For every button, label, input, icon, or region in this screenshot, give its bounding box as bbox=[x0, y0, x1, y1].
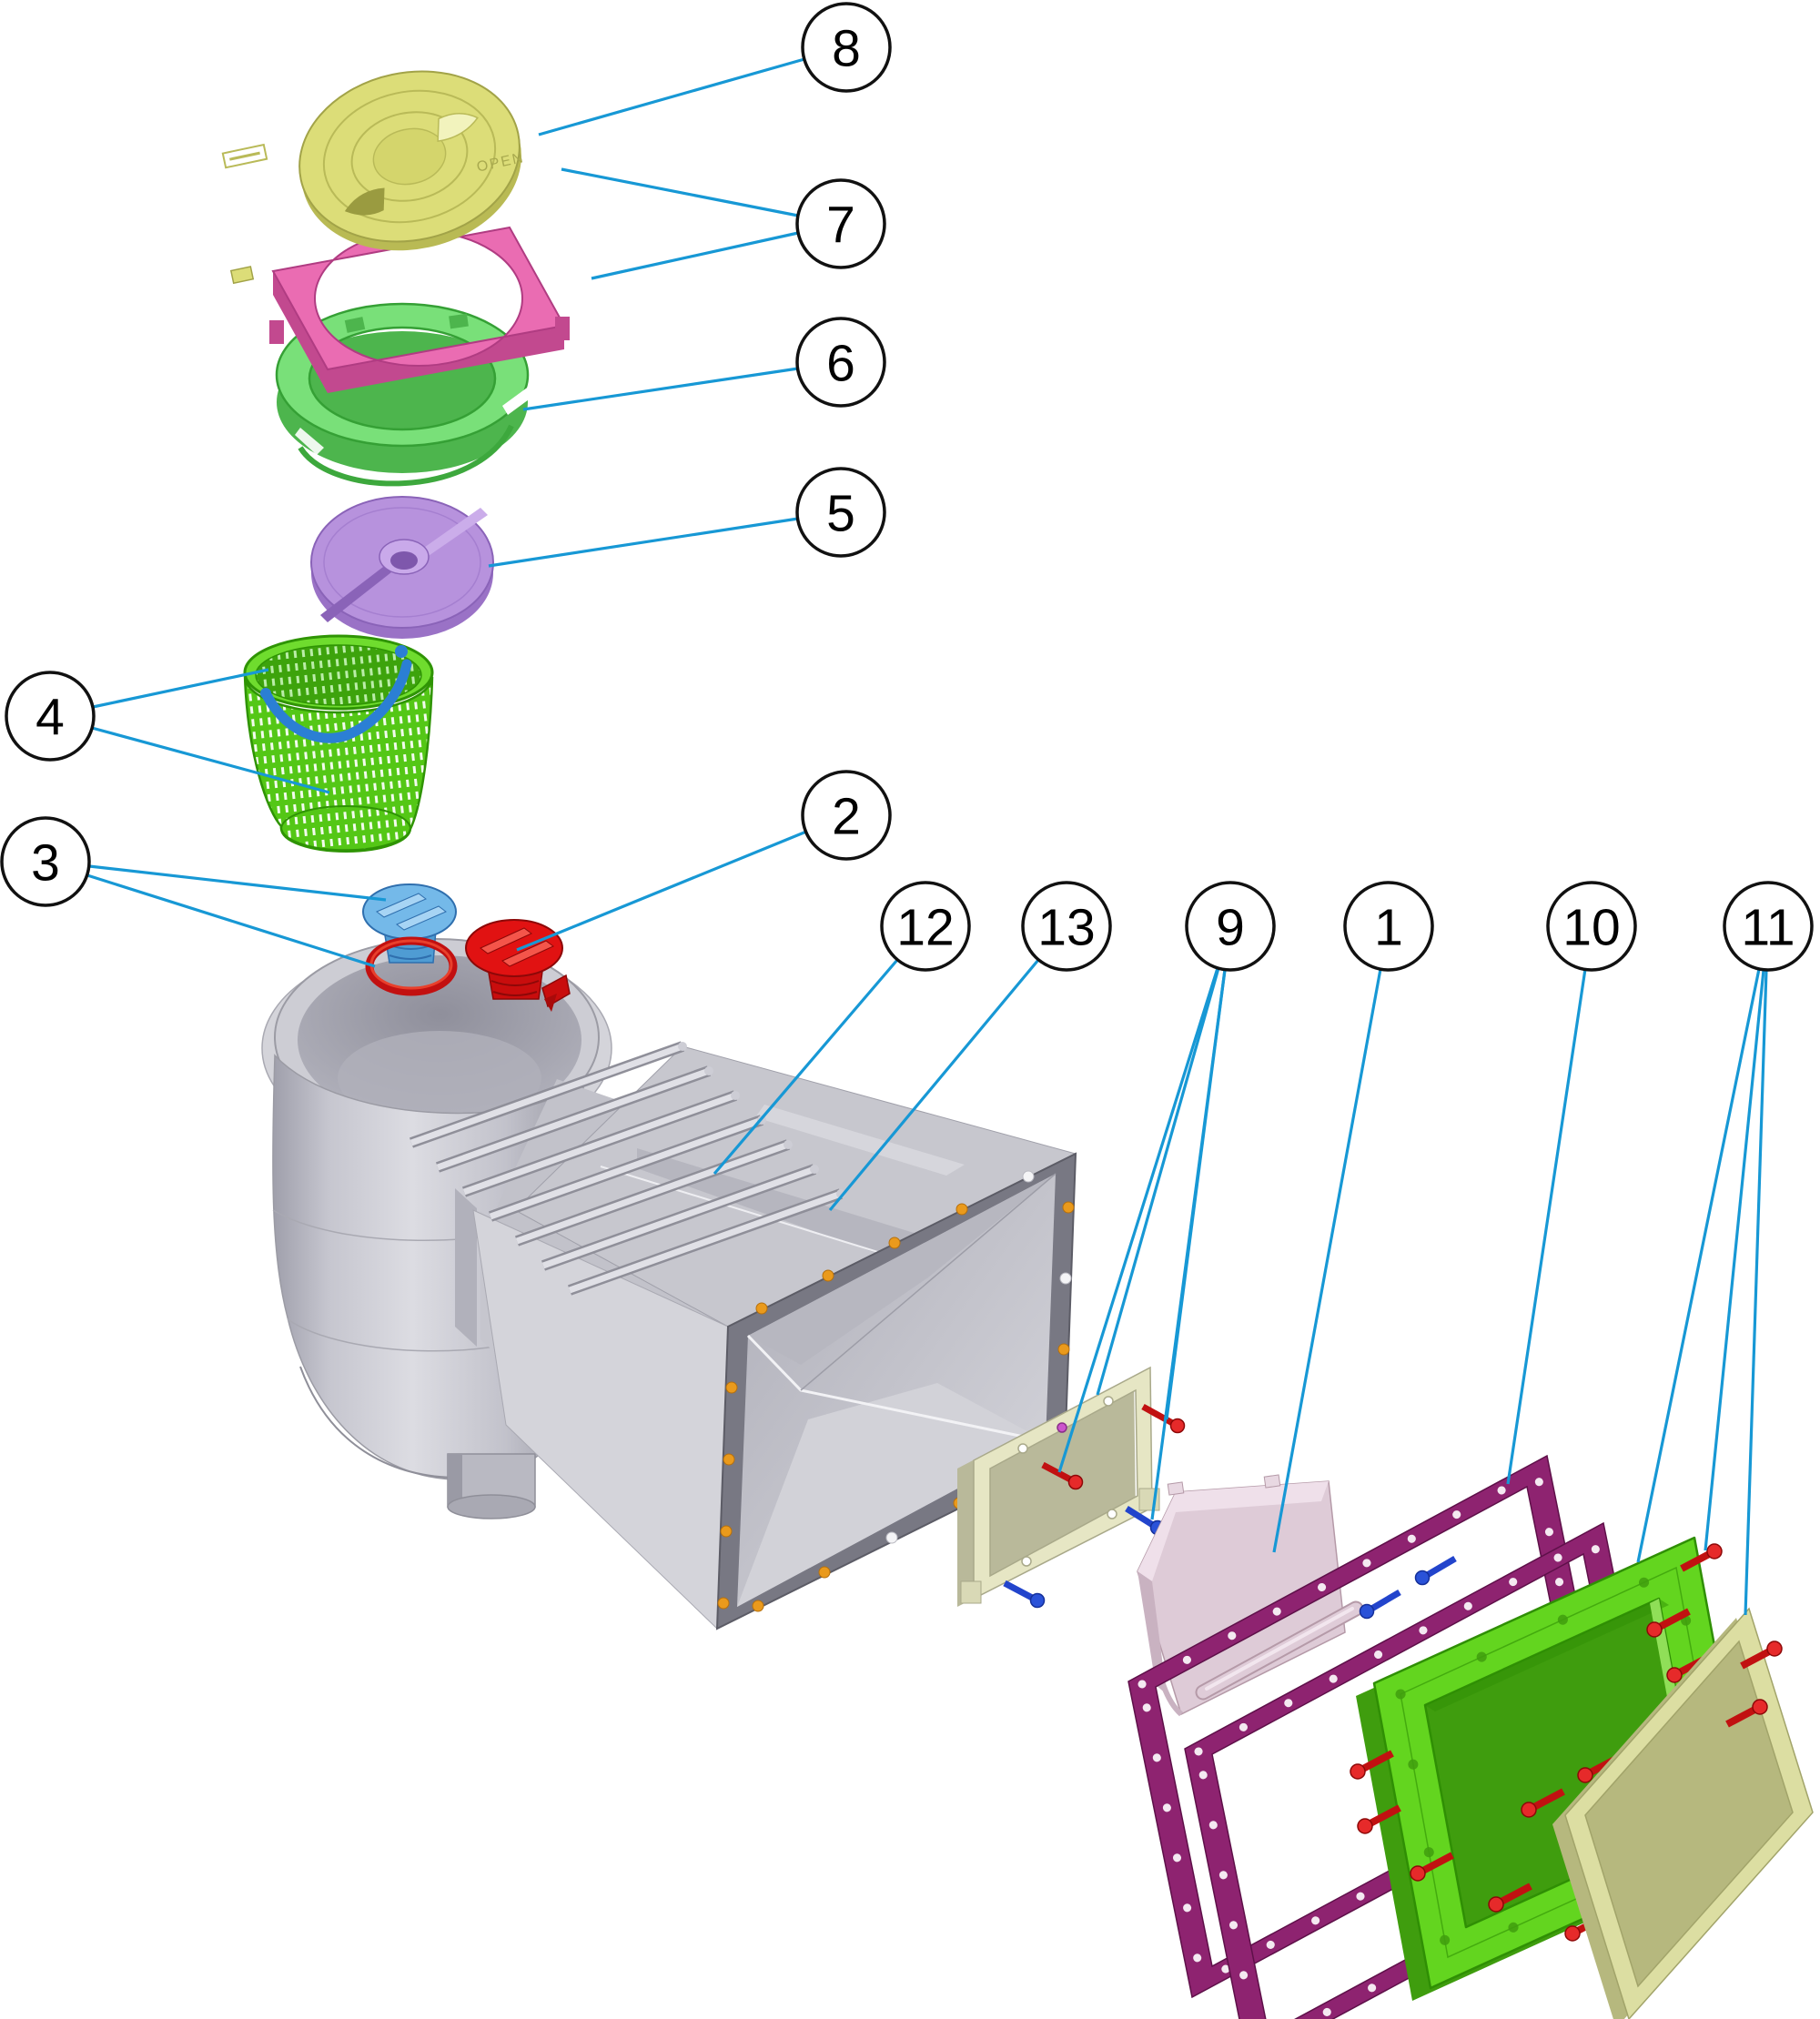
callout-number-1: 1 bbox=[1374, 899, 1403, 957]
screws-red bbox=[1041, 1403, 1186, 1490]
callout-number-4: 4 bbox=[35, 689, 65, 747]
screws-red-right bbox=[1725, 1640, 1783, 1728]
callout-5: 5 bbox=[795, 467, 886, 558]
leader-line-6 bbox=[522, 367, 799, 411]
screws-red-face-frame bbox=[1350, 1543, 1731, 1942]
leader-line-3 bbox=[86, 873, 376, 968]
leader-line-7 bbox=[591, 231, 799, 280]
part-cover-plate bbox=[310, 496, 494, 639]
weir-rod bbox=[1195, 1600, 1364, 1701]
leader-line-9 bbox=[1057, 967, 1219, 1473]
callout-9: 9 bbox=[1185, 881, 1276, 972]
callout-7: 7 bbox=[795, 178, 886, 269]
callout-11: 11 bbox=[1723, 881, 1814, 972]
callout-6: 6 bbox=[795, 317, 886, 408]
callout-number-6: 6 bbox=[826, 335, 855, 393]
leader-line-7 bbox=[561, 167, 799, 217]
leader-line-11 bbox=[1744, 969, 1768, 1616]
part-drain-plug-red bbox=[465, 919, 571, 1012]
leader-line-2 bbox=[516, 830, 807, 952]
callout-4: 4 bbox=[5, 671, 96, 762]
leader-line-1 bbox=[1272, 968, 1382, 1553]
callout-1: 1 bbox=[1343, 881, 1434, 972]
callout-10: 10 bbox=[1546, 881, 1637, 972]
basket-handle bbox=[260, 659, 412, 743]
callout-13: 13 bbox=[1021, 881, 1112, 972]
part-mounting-frame bbox=[957, 1366, 1160, 1607]
leader-line-9 bbox=[1096, 967, 1220, 1396]
callout-2: 2 bbox=[801, 770, 892, 861]
leader-line-5 bbox=[488, 517, 799, 568]
callout-number-5: 5 bbox=[826, 485, 855, 543]
part-strainer-basket bbox=[243, 634, 434, 853]
callout-12: 12 bbox=[880, 881, 971, 972]
part-skimmer-body bbox=[261, 938, 1077, 1630]
callout-number-2: 2 bbox=[832, 788, 861, 846]
callout-3: 3 bbox=[0, 816, 91, 907]
part-throat-extension-ribs bbox=[409, 1041, 845, 1296]
callout-number-11: 11 bbox=[1741, 899, 1795, 957]
callout-number-7: 7 bbox=[826, 197, 855, 255]
flange-screws bbox=[717, 1170, 1075, 1612]
screws-blue-floating bbox=[1359, 1555, 1457, 1620]
leader-line-4 bbox=[92, 668, 269, 709]
leader-line-12 bbox=[713, 958, 899, 1176]
leader-line-8 bbox=[538, 57, 805, 136]
callout-number-3: 3 bbox=[31, 834, 60, 893]
callout-number-10: 10 bbox=[1562, 899, 1620, 957]
leader-line-13 bbox=[828, 958, 1040, 1212]
callout-number-8: 8 bbox=[832, 20, 861, 78]
callout-8: 8 bbox=[801, 2, 892, 93]
leader-line-11 bbox=[1636, 968, 1761, 1563]
part-round-lid: OPEN bbox=[221, 70, 526, 285]
leader-line-9 bbox=[1150, 969, 1227, 1520]
leader-line-11 bbox=[1704, 969, 1765, 1551]
leader-line-3 bbox=[88, 864, 387, 902]
leader-lines bbox=[86, 57, 1768, 1616]
leader-line-4 bbox=[91, 726, 330, 794]
callout-number-13: 13 bbox=[1037, 899, 1095, 957]
leader-line-10 bbox=[1506, 968, 1587, 1485]
callout-number-12: 12 bbox=[896, 899, 954, 957]
callout-number-9: 9 bbox=[1216, 899, 1245, 957]
